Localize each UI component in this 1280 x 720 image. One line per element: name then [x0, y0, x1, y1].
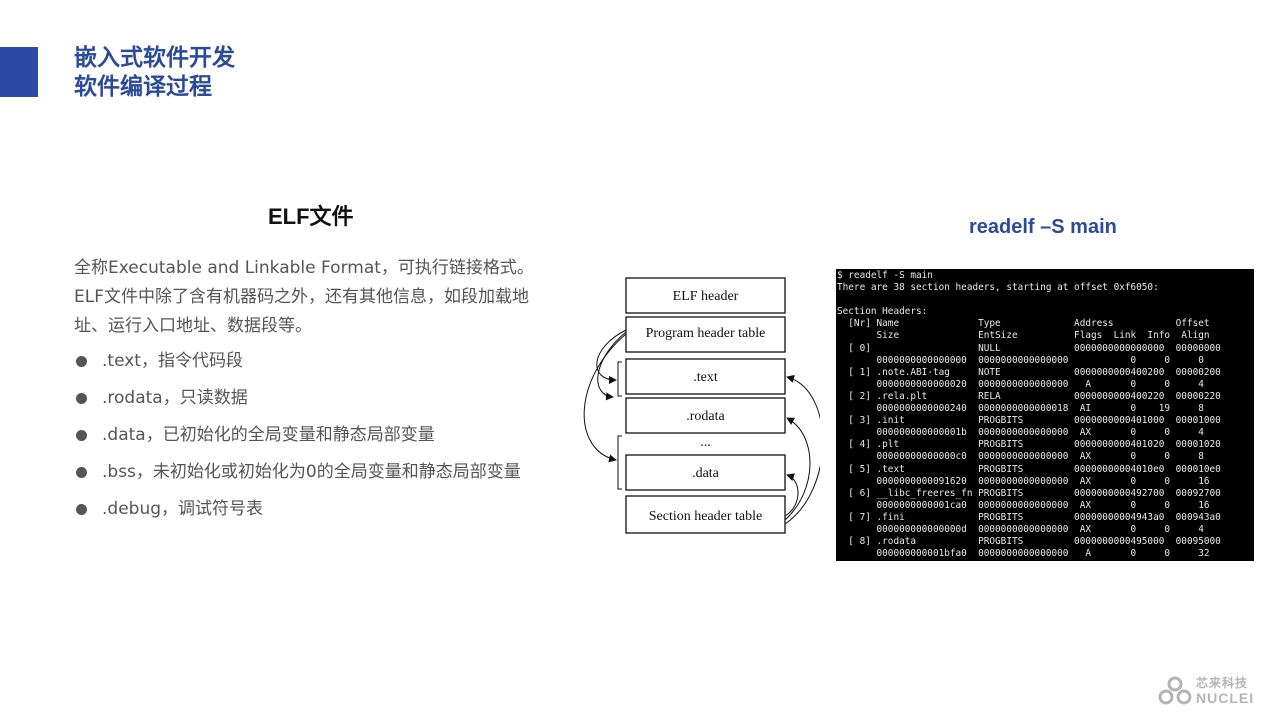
- list-item-text: .data，已初始化的全局变量和静态局部变量: [102, 425, 435, 445]
- arrow-section-to-text: [784, 374, 820, 525]
- list-item: .bss，未初始化或初始化为0的全局变量和静态局部变量: [76, 457, 521, 494]
- terminal-line: [ 1] .note.ABI-tag NOTE 0000000000400200…: [848, 366, 1221, 378]
- elf-heading: ELF文件: [268, 204, 354, 229]
- arrow-section-to-data: [784, 473, 799, 517]
- segment-program-header-table: [625, 316, 786, 353]
- page-title: 嵌入式软件开发 软件编译过程: [74, 44, 235, 102]
- terminal-line: $ readelf -S main: [837, 270, 933, 281]
- terminal-line: Size EntSize Flags Link Info Align: [876, 330, 1210, 342]
- list-item-text: .bss，未初始化或初始化为0的全局变量和静态局部变量: [102, 462, 521, 482]
- logo-en-text: NUCLEI: [1196, 690, 1255, 706]
- terminal-line: There are 38 section headers, starting a…: [837, 282, 1159, 294]
- terminal-line: 0000000000091620 0000000000000000 AX 0 0…: [876, 475, 1210, 487]
- terminal-line: 0000000000000000 0000000000000000 0 0 0: [876, 354, 1204, 366]
- terminal-line: [ 0] NULL 0000000000000000 00000000: [848, 342, 1221, 354]
- title-line-2: 软件编译过程: [74, 74, 212, 100]
- terminal-output: $ readelf -S main There are 38 section h…: [836, 269, 1254, 561]
- segment-label: Program header table: [646, 326, 766, 341]
- terminal-line: [ 8] .rodata PROGBITS 0000000000495000 0…: [848, 536, 1221, 548]
- bullet-icon: [76, 430, 87, 441]
- arrow-program-to-bracket1: [597, 331, 627, 401]
- terminal-line: 000000000000001b 0000000000000000 AX 0 0…: [876, 427, 1204, 439]
- intro-line: 全称Executable and Linkable Format，可执行链接格式…: [74, 258, 534, 278]
- arrow-section-to-rodata: [784, 417, 811, 521]
- list-item-text: .text，指令代码段: [102, 351, 243, 371]
- title-line-1: 嵌入式软件开发: [74, 45, 235, 71]
- bracket-left-top: [617, 361, 622, 397]
- terminal-line: Section Headers:: [837, 306, 928, 318]
- list-item-text: .debug，调试符号表: [102, 499, 264, 519]
- logo-mark-icon: [1158, 676, 1192, 705]
- bullet-icon: [76, 393, 87, 404]
- bracket-left-bottom: [617, 435, 622, 490]
- segment-label: Section header table: [649, 509, 763, 524]
- terminal-line: 0000000000000020 0000000000000000 A 0 0 …: [876, 378, 1204, 390]
- terminal-line: [ 6] __libc_freeres_fn PROGBITS 00000000…: [848, 487, 1221, 499]
- terminal-line: [Nr] Name Type Address Offset: [848, 318, 1210, 330]
- list-item: .debug，调试符号表: [76, 494, 521, 531]
- terminal-line: [ 4] .plt PROGBITS 0000000000401020 0000…: [848, 439, 1221, 451]
- segment-rodata: [625, 397, 786, 434]
- terminal-line: 0000000000000240 0000000000000018 AI 0 1…: [876, 403, 1204, 415]
- bullet-icon: [76, 356, 87, 367]
- section-list: .text，指令代码段 .rodata，只读数据 .data，已初始化的全局变量…: [76, 346, 521, 531]
- segment-text: [625, 358, 786, 395]
- accent-bar: [0, 47, 38, 97]
- list-item: .text，指令代码段: [76, 346, 521, 383]
- terminal-line: 0000000000001ca0 0000000000000000 AX 0 0…: [876, 499, 1210, 511]
- intro-line: ELF文件中除了含有机器码之外，还有其他信息，如段加载地: [74, 287, 529, 307]
- terminal-line: [ 2] .rela.plt RELA 0000000000400220 000…: [848, 390, 1221, 402]
- segment-label: .data: [692, 466, 720, 481]
- bullet-icon: [76, 504, 87, 515]
- terminal-line: [ 3] .init PROGBITS 0000000000401000 000…: [848, 415, 1221, 427]
- list-item: .rodata，只读数据: [76, 383, 521, 420]
- terminal-line: 000000000001bfa0 0000000000000000 A 0 0 …: [876, 548, 1210, 560]
- intro-paragraph: 全称Executable and Linkable Format，可执行链接格式…: [74, 254, 594, 341]
- terminal-text: $ readelf -S main There are 38 section h…: [837, 270, 1254, 560]
- readelf-heading: readelf –S main: [969, 216, 1117, 238]
- segment-label: .rodata: [686, 409, 725, 424]
- terminal-line: [ 7] .fini PROGBITS 00000000004943a0 000…: [848, 511, 1221, 523]
- terminal-line: 000000000000000d 0000000000000000 AX 0 0…: [876, 523, 1204, 535]
- segment-label: ELF header: [673, 289, 739, 304]
- logo-cn-text: 芯来科技: [1196, 676, 1249, 690]
- nuclei-logo: 芯来科技 NUCLEI: [1158, 672, 1258, 708]
- segment-section-header-table: [625, 495, 786, 534]
- terminal-line: 00000000000000c0 0000000000000000 AX 0 0…: [876, 451, 1204, 463]
- arrow-program-to-data: [583, 333, 627, 463]
- segment-data: [625, 454, 786, 491]
- arrow-program-to-text: [596, 329, 627, 384]
- list-item: .data，已初始化的全局变量和静态局部变量: [76, 420, 521, 457]
- elf-structure-diagram: ELF header Program header table .text .r…: [583, 277, 820, 534]
- bullet-icon: [76, 467, 87, 478]
- segment-label: ...: [700, 435, 711, 450]
- segment-elf-header: [625, 277, 786, 314]
- intro-line: 址、运行入口地址、数据段等。: [74, 316, 312, 336]
- terminal-line: [ 5] .text PROGBITS 00000000004010e0 000…: [848, 463, 1221, 475]
- list-item-text: .rodata，只读数据: [102, 388, 248, 408]
- segment-label: .text: [693, 370, 718, 385]
